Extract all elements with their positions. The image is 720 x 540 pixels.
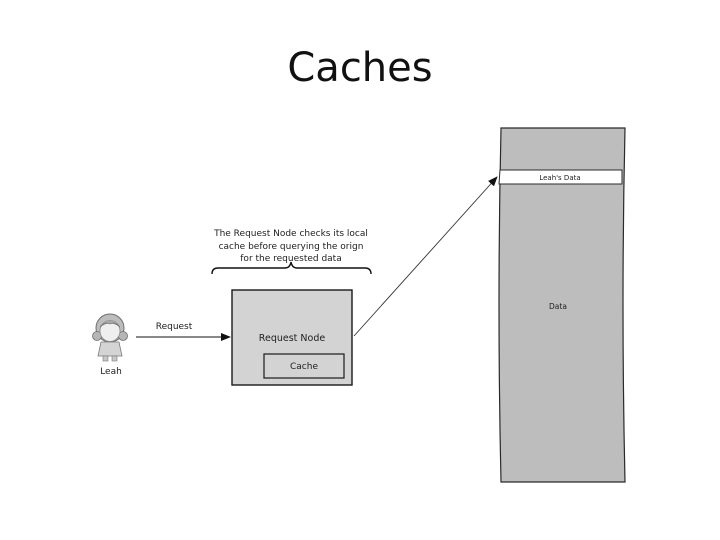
slide-title: Caches (287, 45, 433, 91)
user-figure-icon (92, 313, 128, 362)
highlighted-record (498, 169, 623, 185)
request-arrow-label: Request (156, 322, 193, 332)
annotation-line-3: for the requested data (240, 254, 341, 264)
cache-box (263, 353, 345, 379)
annotation-line-1: The Request Node checks its local (213, 229, 368, 239)
highlighted-record-label: Leah's Data (539, 174, 580, 182)
origin-query-arrow (353, 176, 498, 337)
user-name-label: Leah (100, 367, 122, 377)
origin-data-label: Data (549, 302, 567, 311)
request-node-label: Request Node (259, 333, 326, 344)
cache-label: Cache (290, 362, 318, 372)
origin-data-store (498, 127, 626, 483)
annotation-brace (211, 261, 372, 275)
annotation-line-2: cache before querying the orign (219, 242, 364, 252)
